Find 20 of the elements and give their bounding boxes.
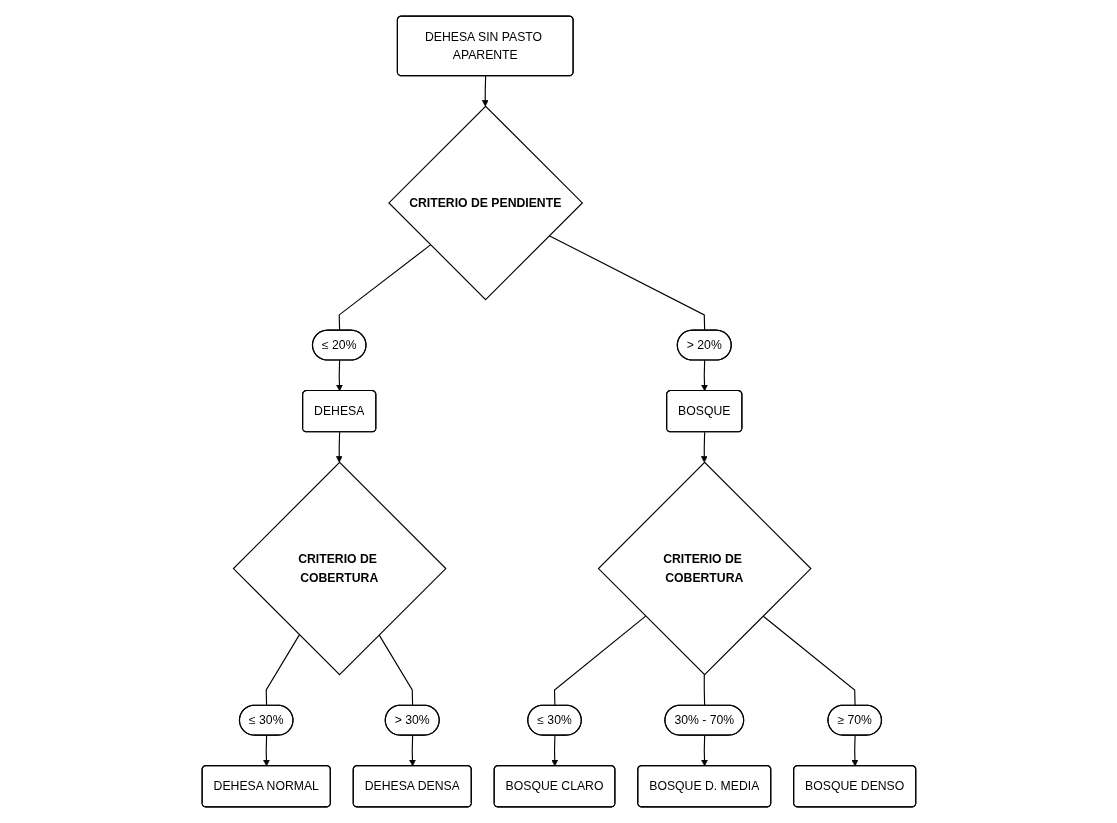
node-diamond: CRITERIO DE PENDIENTE [387,105,583,301]
arrow [335,359,343,392]
connector [548,235,705,332]
arrow [700,359,708,392]
connector [553,615,646,707]
connector [378,634,413,707]
arrow [851,734,858,767]
arrow [408,734,416,767]
node-diamond: CRITERIO DE COBERTURA [597,461,812,676]
connector [703,674,705,707]
arrow [550,734,558,767]
arrow [700,734,708,767]
connector [762,615,856,707]
arrow [262,734,270,767]
connector [338,244,431,332]
arrow [335,431,343,463]
arrow [700,431,708,463]
arrow [481,75,489,107]
node-diamond: CRITERIO DE COBERTURA [232,461,447,676]
connector [265,634,300,707]
